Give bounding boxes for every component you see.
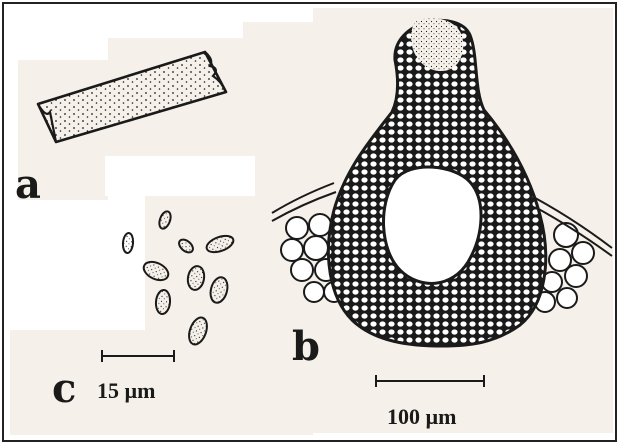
panel-label-c: c <box>52 365 76 412</box>
scale-bar-spores-label: 15 µm <box>97 378 156 403</box>
scale-bar-section-label: 100 µm <box>387 404 457 429</box>
blank-patch <box>105 156 255 196</box>
section-lumen <box>384 167 482 283</box>
panel-label-a: a <box>15 161 41 208</box>
panel-label-b: b <box>292 323 320 370</box>
